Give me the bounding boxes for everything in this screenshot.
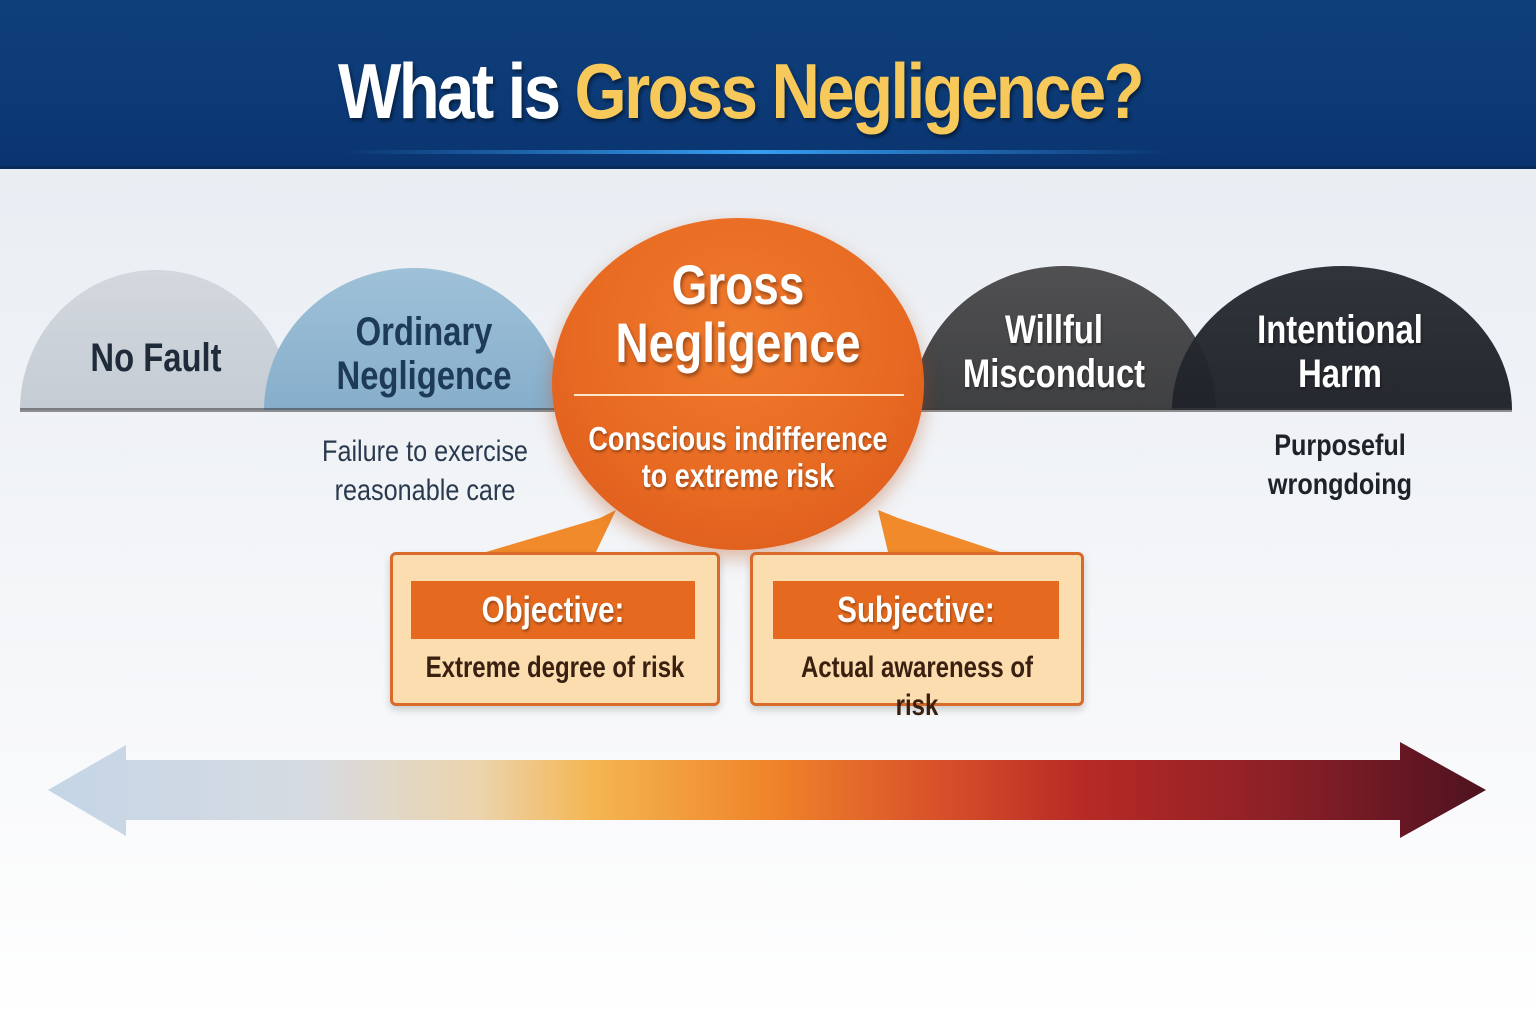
subjective-heading-bar: Subjective: — [773, 581, 1059, 639]
label-no-fault: No Fault — [90, 336, 222, 380]
objective-heading: Objective: — [481, 589, 625, 630]
desc-ordinary-negligence: Failure to exercise reasonable care — [322, 435, 528, 507]
gross-negligence-circle: Gross Negligence Conscious indifference … — [552, 218, 924, 550]
objective-text: Extreme degree of risk — [425, 651, 685, 684]
label-ordinary-negligence: Ordinary Negligence — [336, 310, 512, 398]
gross-negligence-description: Conscious indifference to extreme risk — [588, 420, 888, 494]
label-willful-misconduct: Willful Misconduct — [962, 308, 1146, 396]
severity-scale-arrow — [48, 742, 1486, 838]
objective-heading-bar: Objective: — [411, 581, 695, 639]
page-title: What is Gross Negligence? — [104, 46, 1377, 137]
title-prefix: What is — [337, 47, 561, 135]
header-glow-line — [340, 150, 1170, 154]
subjective-heading: Subjective: — [837, 589, 995, 630]
subjective-test-box: Subjective: Actual awareness of risk — [750, 552, 1084, 722]
title-highlight: Gross Negligence? — [574, 47, 1145, 135]
subjective-text: Actual awareness of risk — [800, 651, 1034, 722]
desc-intentional-harm: Purposeful wrongdoing — [1267, 429, 1413, 501]
label-intentional-harm: Intentional Harm — [1257, 308, 1423, 396]
gross-divider — [574, 394, 904, 396]
header-banner: What is Gross Negligence? — [0, 0, 1536, 169]
objective-test-box: Objective: Extreme degree of risk — [390, 552, 720, 706]
gross-negligence-title: Gross Negligence — [615, 253, 861, 374]
connector-lines — [486, 510, 1000, 552]
